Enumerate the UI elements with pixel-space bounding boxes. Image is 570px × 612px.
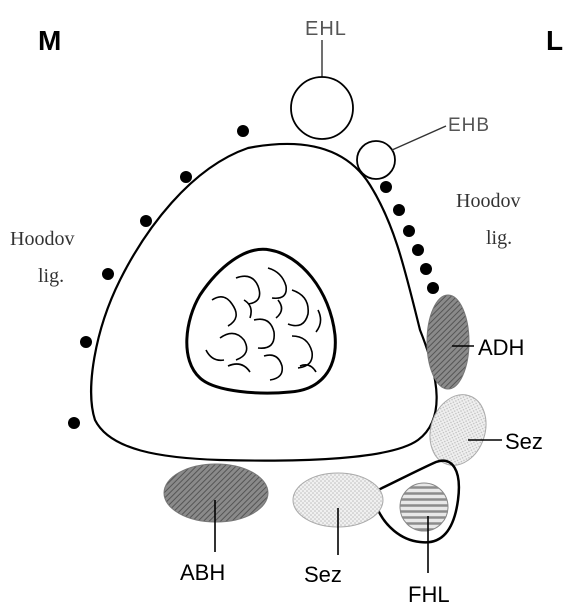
adh-label: ADH (478, 335, 524, 360)
hood-left-label-line1: Hoodov (10, 228, 74, 250)
abh-label: ABH (180, 560, 225, 585)
fhl-label: FHL (408, 582, 450, 607)
fhl-tendon (400, 483, 448, 531)
adh-muscle (427, 295, 469, 389)
ehb-label: EHB (448, 115, 490, 136)
hood-right-label-line1: Hoodov (456, 190, 520, 212)
hood-right-label-line2: lig. (486, 227, 512, 249)
hood-left-label-line2: lig. (38, 265, 64, 287)
lateral-label: L (546, 25, 563, 56)
ehb-tendon (357, 141, 395, 179)
abh-muscle (164, 464, 268, 522)
medial-label: M (38, 25, 61, 56)
ehl-label: EHL (305, 18, 347, 40)
ehl-tendon (291, 77, 353, 139)
sez-bottom-label: Sez (304, 562, 342, 587)
sez-right-label: Sez (505, 429, 543, 454)
